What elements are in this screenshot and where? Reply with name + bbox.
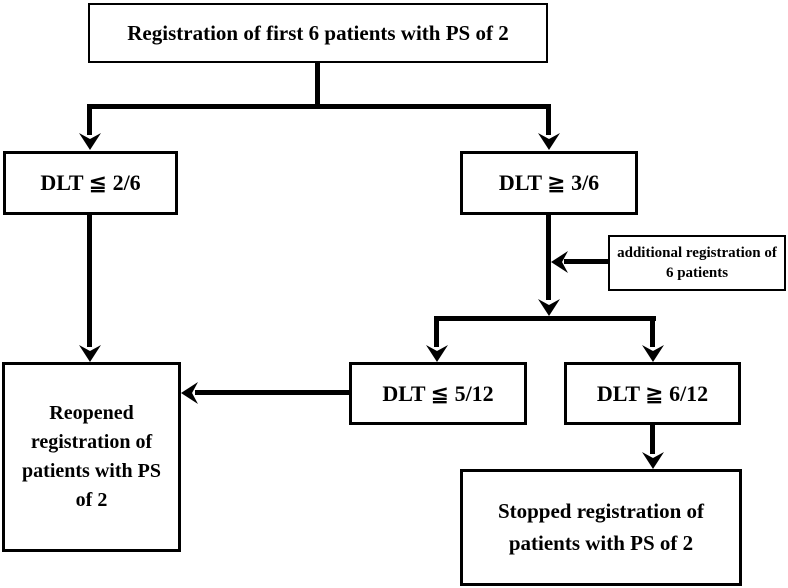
- node-dlt-le-5-12-label: DLT ≦ 5/12: [382, 380, 494, 406]
- edge-drop-to-dlt-le-5-12: [434, 316, 439, 347]
- arrowhead-dlt-ge-3-6-down: [538, 299, 560, 316]
- edge-additional-to-branch: [564, 259, 608, 264]
- edge-dlt-ge-3-6-down: [546, 215, 551, 300]
- edge-dlt-le-5-12-to-reopened: [195, 390, 349, 395]
- edge-drop-to-dlt-ge-3-6: [546, 104, 551, 135]
- node-dlt-le-2-6: DLT ≦ 2/6: [3, 151, 178, 215]
- node-start-registration: Registration of first 6 patients with PS…: [88, 3, 548, 63]
- arrowhead-to-dlt-ge-3-6: [538, 133, 560, 150]
- edge-upper-split-bar: [87, 104, 551, 109]
- node-dlt-ge-6-12-label: DLT ≧ 6/12: [596, 380, 709, 406]
- node-reopened-registration-label: Reopened registration of patients with P…: [22, 402, 161, 511]
- node-dlt-le-2-6-label: DLT ≦ 2/6: [40, 170, 141, 195]
- node-stopped-registration: Stopped registration of patients with PS…: [460, 469, 742, 586]
- edge-dlt-ge-6-12-to-stopped: [650, 425, 655, 454]
- node-dlt-ge-3-6-label: DLT ≧ 3/6: [498, 170, 600, 195]
- node-dlt-ge-3-6: DLT ≧ 3/6: [460, 151, 638, 215]
- arrowhead-to-dlt-ge-6-12: [642, 345, 664, 362]
- edge-start-stem: [315, 62, 320, 109]
- arrowhead-to-dlt-le-2-6: [79, 133, 101, 150]
- edge-lower-split-bar: [434, 316, 656, 321]
- node-dlt-ge-6-12: DLT ≧ 6/12: [564, 362, 741, 425]
- arrowhead-dlt-ge-6-12-to-stopped: [642, 452, 664, 469]
- node-reopened-registration: Reopened registration of patients with P…: [2, 362, 181, 552]
- arrowhead-dlt-le-2-6-to-reopened: [79, 345, 101, 362]
- node-additional-registration: additional registration of 6 patients: [608, 235, 786, 291]
- arrowhead-to-dlt-le-5-12: [426, 345, 448, 362]
- node-start-label: Registration of first 6 patients with PS…: [127, 20, 509, 45]
- node-stopped-registration-label: Stopped registration of patients with PS…: [497, 499, 705, 555]
- edge-drop-to-dlt-ge-6-12: [650, 316, 655, 347]
- edge-dlt-le-2-6-to-reopened: [87, 215, 92, 347]
- edge-drop-to-dlt-le-2-6: [87, 104, 92, 135]
- node-dlt-le-5-12: DLT ≦ 5/12: [349, 362, 527, 425]
- node-additional-registration-label: additional registration of 6 patients: [617, 244, 777, 281]
